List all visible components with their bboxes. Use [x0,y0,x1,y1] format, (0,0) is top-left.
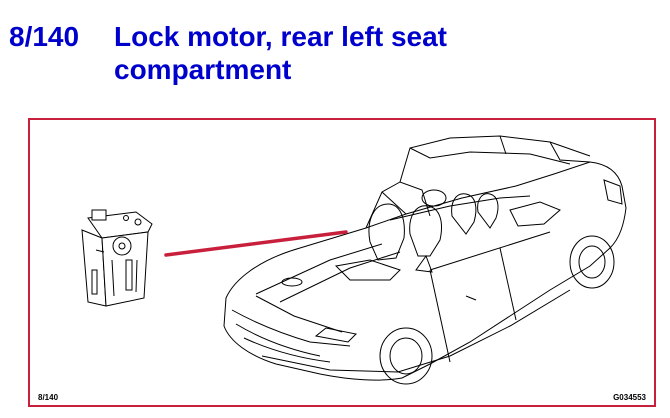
lock-motor-icon [81,209,153,307]
convertible-car-icon [223,135,627,385]
figure-code: G034553 [613,393,646,402]
page-title: Lock motor, rear left seat compartment [114,21,448,85]
figure-drawing [81,135,627,385]
pointer-line [164,230,348,257]
figure-number: 8/140 [38,393,59,402]
section-number: 8/140 [9,21,80,52]
figure-frame: 8/140 G034553 [28,118,656,407]
